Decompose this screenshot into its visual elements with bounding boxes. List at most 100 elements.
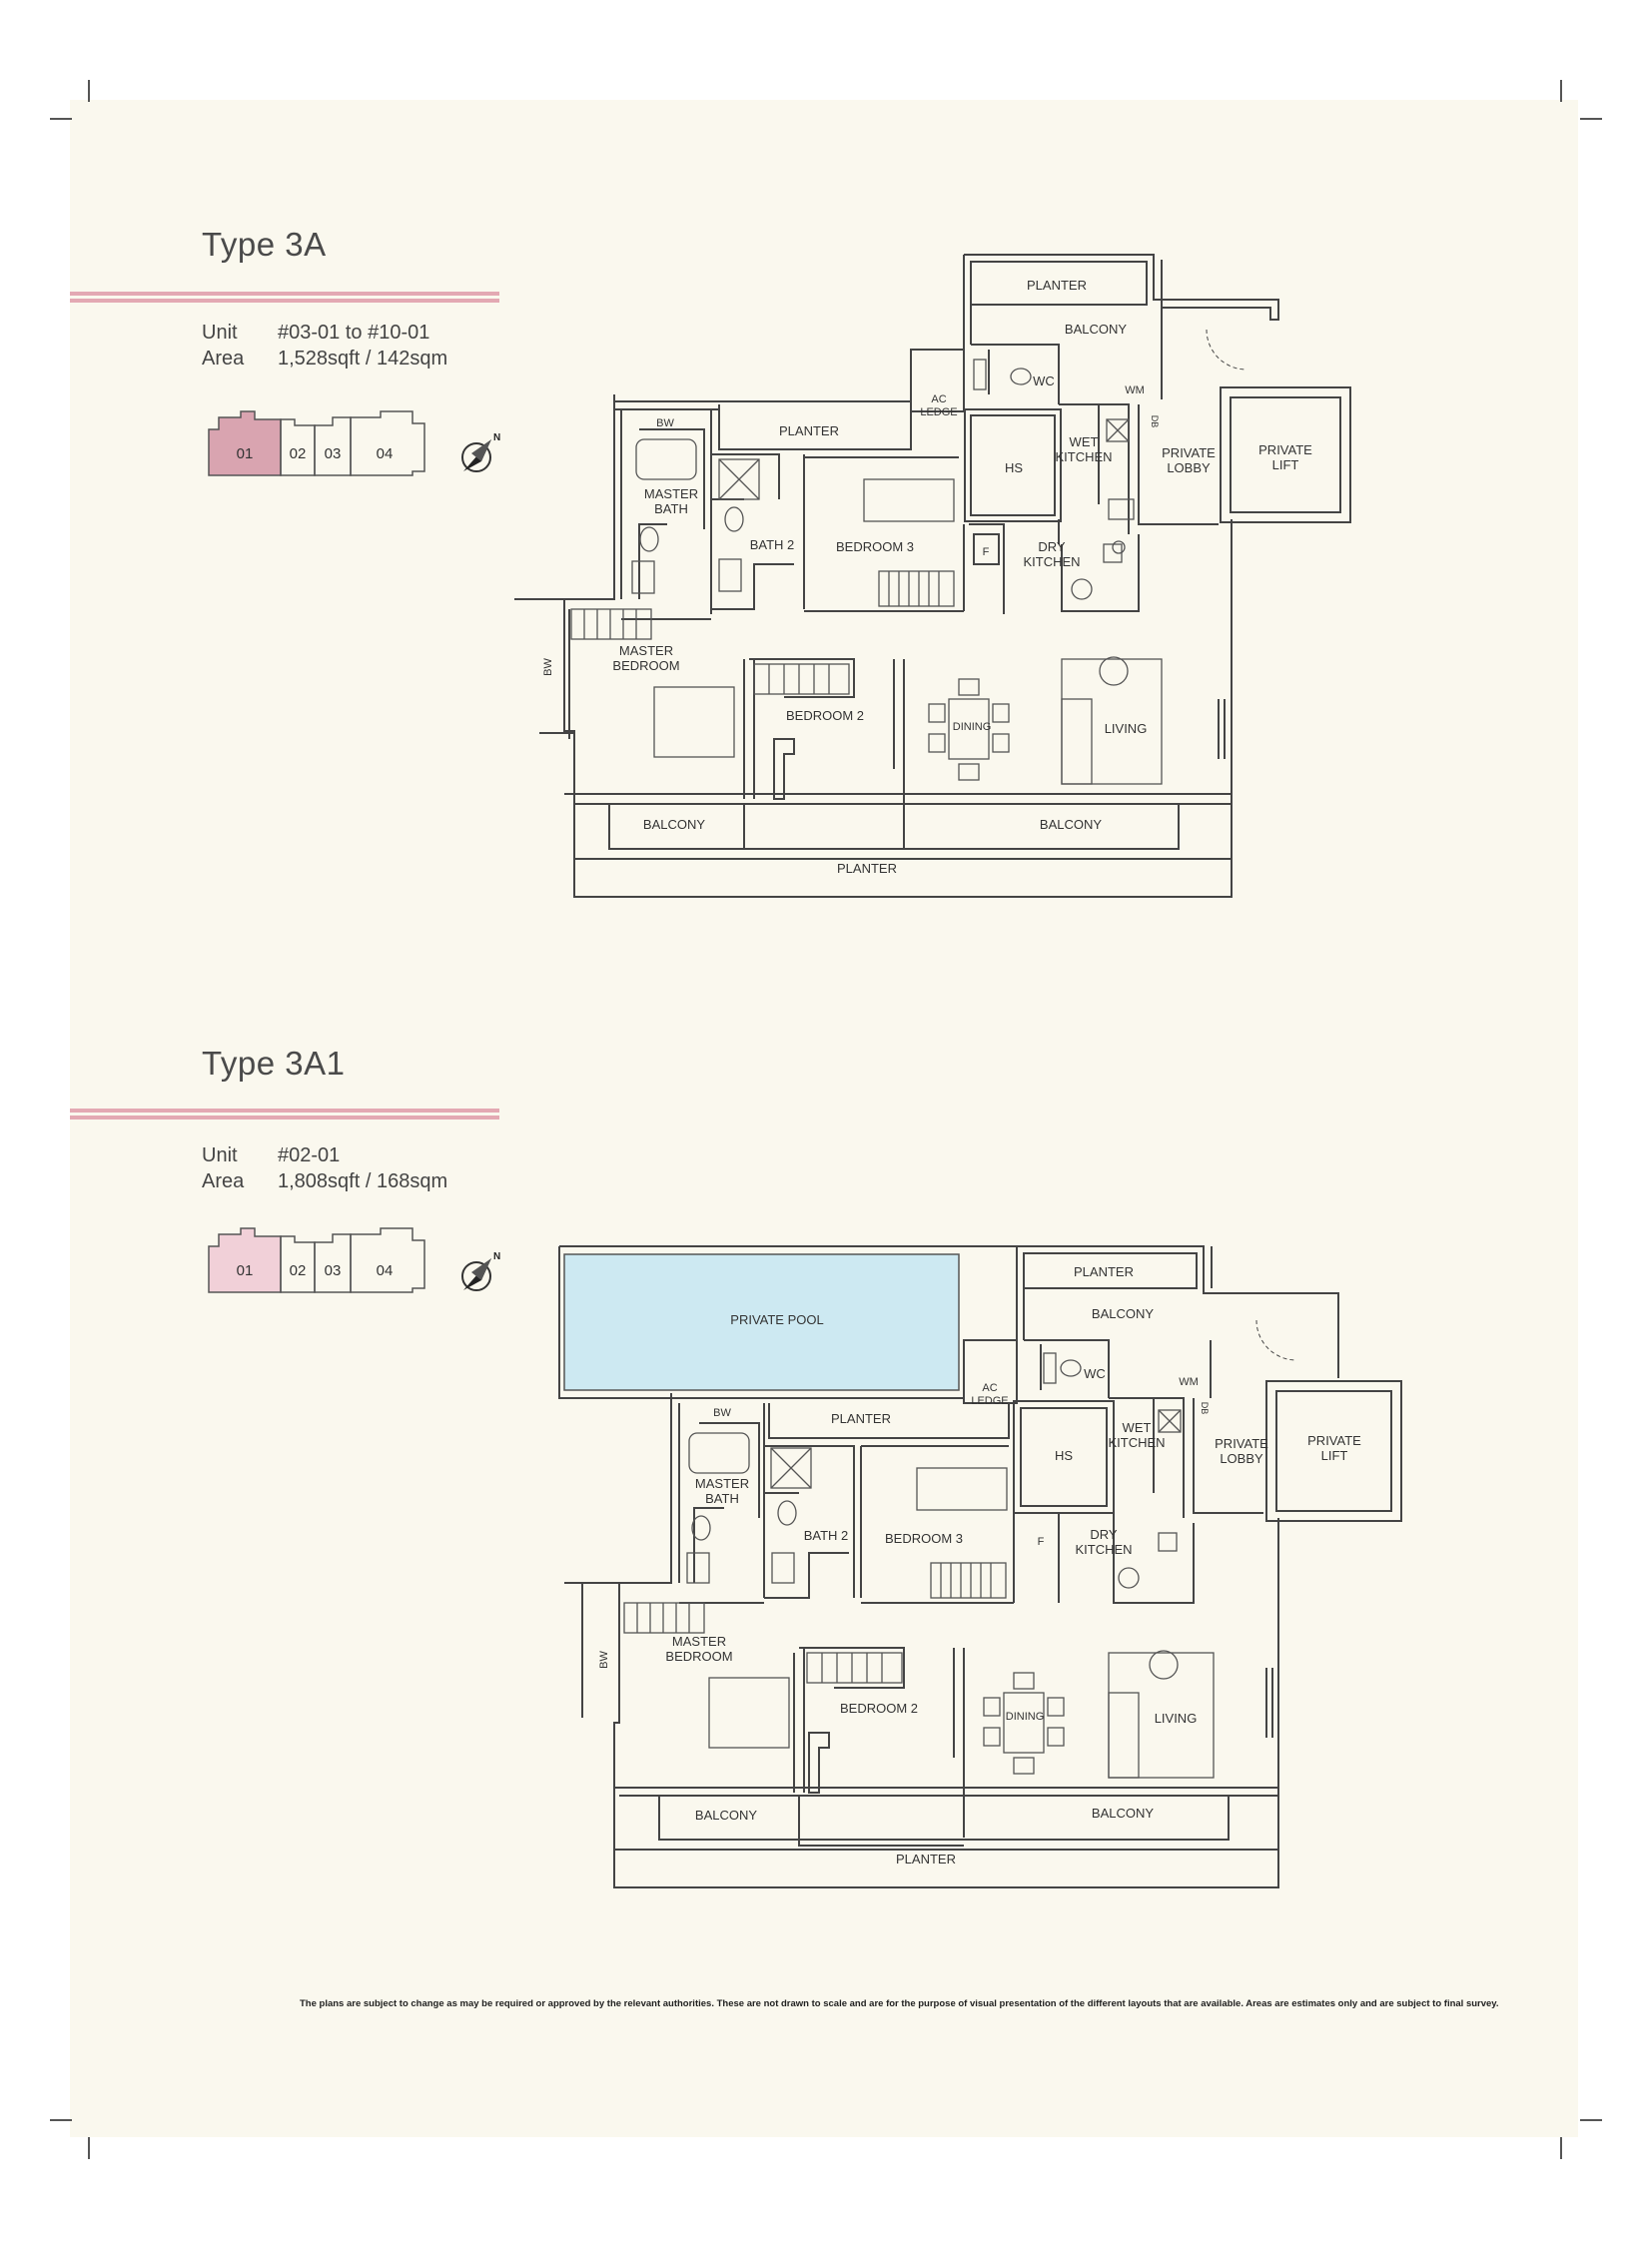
wall xyxy=(799,1647,905,1689)
wall xyxy=(1138,404,1219,525)
plan-title: Type 3A xyxy=(202,226,327,263)
unit-label: Unit xyxy=(202,1144,238,1166)
wall xyxy=(658,1796,1230,1841)
crop-mark xyxy=(50,118,72,120)
room-label: WC xyxy=(1033,374,1055,388)
room-label: DB xyxy=(1150,415,1160,428)
room-label: BW xyxy=(598,1651,610,1669)
bed xyxy=(653,686,735,758)
vanity xyxy=(631,560,655,594)
svg-text:N: N xyxy=(493,1251,500,1262)
wall xyxy=(1113,1513,1195,1604)
wall xyxy=(764,1552,849,1599)
wall xyxy=(1017,1245,1339,1313)
room-label: BW xyxy=(542,658,554,676)
wall xyxy=(1023,1252,1198,1289)
area-value: 1,528sqft / 142sqm xyxy=(278,348,448,370)
room-label: DINING xyxy=(953,721,992,733)
key-unit-label: 01 xyxy=(237,445,254,462)
wall xyxy=(638,523,667,599)
wall xyxy=(718,404,912,450)
room-label: PLANTER xyxy=(831,1411,891,1426)
wall xyxy=(1109,1397,1185,1518)
washer xyxy=(1106,418,1130,442)
room-label: BEDROOM 2 xyxy=(786,708,864,723)
room-label: BATH 2 xyxy=(804,1528,849,1543)
wall xyxy=(808,1732,830,1794)
north-compass-icon: N xyxy=(461,1251,500,1291)
wall xyxy=(639,428,705,529)
room-label: F xyxy=(1038,1536,1045,1548)
wall xyxy=(1265,1380,1402,1522)
wall xyxy=(1020,1407,1108,1507)
room-label: WM xyxy=(1125,384,1145,396)
wall xyxy=(963,1339,1018,1404)
crop-mark xyxy=(1560,80,1562,102)
north-compass-icon: N xyxy=(461,432,500,472)
room-label: F xyxy=(983,546,990,558)
wall xyxy=(1024,1339,1110,1398)
wall xyxy=(1265,1668,1273,1738)
room-label: PLANTER xyxy=(1074,1264,1134,1279)
wall xyxy=(971,344,1060,404)
door-swing xyxy=(1255,1319,1297,1361)
wall xyxy=(970,414,1056,516)
title-rule xyxy=(70,292,499,303)
room-label: HS xyxy=(1055,1448,1073,1463)
toilet xyxy=(639,526,659,552)
disclaimer-text: The plans are subject to change as may b… xyxy=(300,1998,1499,2009)
wall xyxy=(764,1445,855,1598)
wall xyxy=(798,1796,964,1847)
room-label: BALCONY xyxy=(1040,817,1102,832)
unit-value: #03-01 to #10-01 xyxy=(278,322,430,344)
crop-mark xyxy=(1560,2137,1562,2159)
room-label: LIVING xyxy=(1155,1711,1198,1726)
crop-mark xyxy=(88,80,90,102)
wall xyxy=(699,1422,760,1518)
room-label: BW xyxy=(656,417,674,429)
room-label: PLANTER xyxy=(779,423,839,438)
dining-table xyxy=(948,698,990,760)
wall xyxy=(1218,699,1226,759)
toilet xyxy=(1010,368,1032,385)
plan-title: Type 3A1 xyxy=(202,1045,346,1082)
wall xyxy=(1059,403,1130,534)
title-rule xyxy=(70,1109,499,1120)
wall xyxy=(964,408,1062,522)
key-unit-label: 01 xyxy=(237,1262,254,1279)
room-label: LIVING xyxy=(1105,721,1148,736)
crop-mark xyxy=(88,2137,90,2159)
wall xyxy=(693,1507,724,1583)
room-label: WC xyxy=(1084,1366,1106,1381)
wardrobe xyxy=(753,663,850,695)
shower xyxy=(718,458,760,500)
wall xyxy=(773,738,795,800)
wall xyxy=(711,563,794,610)
wall xyxy=(973,533,1000,565)
key-unit-label: 03 xyxy=(325,1262,342,1279)
wardrobe xyxy=(570,608,652,640)
wall xyxy=(608,804,744,850)
toilet xyxy=(724,506,744,532)
unit-label: Unit xyxy=(202,322,238,344)
key-unit-label: 04 xyxy=(377,445,394,462)
room-label: BEDROOM 3 xyxy=(836,539,914,554)
wall xyxy=(970,261,1148,306)
key-unit-04-shape xyxy=(350,410,425,476)
crop-mark xyxy=(50,2119,72,2121)
key-plan: 01 02 03 04 xyxy=(208,1227,425,1293)
wall xyxy=(904,804,1180,850)
key-unit-label: 03 xyxy=(325,445,342,462)
wall xyxy=(964,254,1279,321)
svg-text:N: N xyxy=(493,432,500,443)
crop-mark xyxy=(1580,2119,1602,2121)
wall xyxy=(1275,1390,1392,1512)
